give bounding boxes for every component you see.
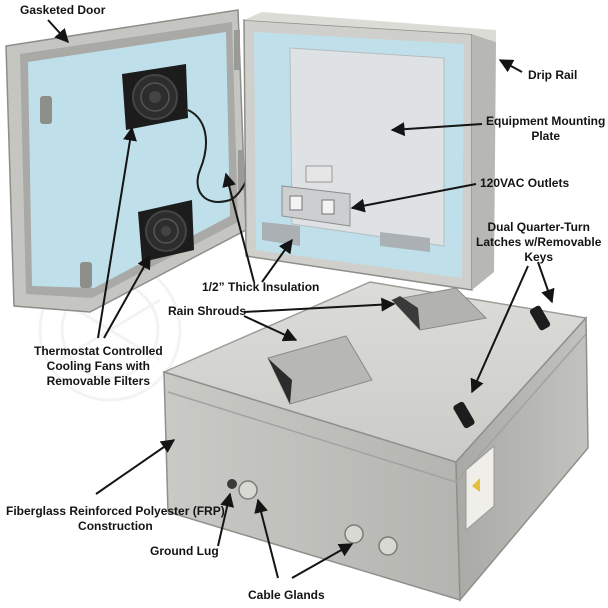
drip-rail-label: Drip Rail [528,68,578,82]
outlets-label: 120VAC Outlets [480,176,570,190]
rain-shrouds-label: Rain Shrouds [168,304,247,318]
ground-lug-label: Ground Lug [150,544,219,558]
gasketed-door-label: Gasketed Door [20,3,106,17]
cooling-fan-bottom [138,200,194,262]
cable-glands-label: Cable Glands [248,588,325,602]
insulation-label: 1/2” Thick Insulation [202,280,320,294]
cabinet-body [243,12,496,291]
frp-construction-label: Fiberglass Reinforced Polyester (FRP)Con… [6,504,225,533]
closed-enclosure [161,281,589,602]
callout-arrows [47,19,555,579]
cooling-fan-top [122,64,188,130]
